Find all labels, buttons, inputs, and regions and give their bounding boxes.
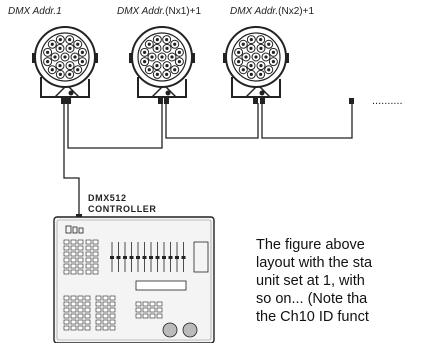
fixture-1-address-label: DMX Addr.1 [8, 6, 62, 17]
description-line: unit set at 1, with [256, 273, 365, 289]
description-text: The figure above layout with the sta uni… [256, 236, 428, 326]
cable-fixture-2-to-3 [165, 103, 259, 139]
description-line: The figure above [256, 237, 365, 253]
cable-fixture-3-to-next [261, 103, 353, 139]
dmx-controller [53, 216, 215, 343]
controller-button-grid-left [63, 239, 99, 275]
continuation-dots: .......... [372, 95, 403, 107]
controller-knob-1 [162, 322, 178, 338]
cable-controller-to-fixture-1 [63, 103, 80, 216]
fixture-2-address-label: DMX Addr.(Nx1)+1 [117, 6, 202, 17]
controller-display [135, 280, 187, 291]
dmx-cables [63, 103, 353, 216]
par-light-fixture-3 [223, 26, 289, 98]
fixtures-group [32, 26, 289, 98]
controller-knob-2 [182, 322, 198, 338]
description-line: layout with the sta [256, 255, 373, 271]
controller-fader-bank [110, 242, 186, 272]
description-line: so on... (Note tha [256, 291, 368, 307]
cable-fixture-1-to-2 [67, 103, 163, 149]
controller-title: DMX512 CONTROLLER [88, 193, 157, 214]
par-light-fixture-1 [32, 26, 98, 98]
description-line: the Ch10 ID funct [256, 309, 369, 325]
controller-master-fader [193, 241, 209, 273]
controller-button-grid-bottom [63, 295, 163, 331]
par-light-fixture-2 [129, 26, 195, 98]
fixture-3-address-label: DMX Addr.(Nx2)+1 [230, 6, 315, 17]
